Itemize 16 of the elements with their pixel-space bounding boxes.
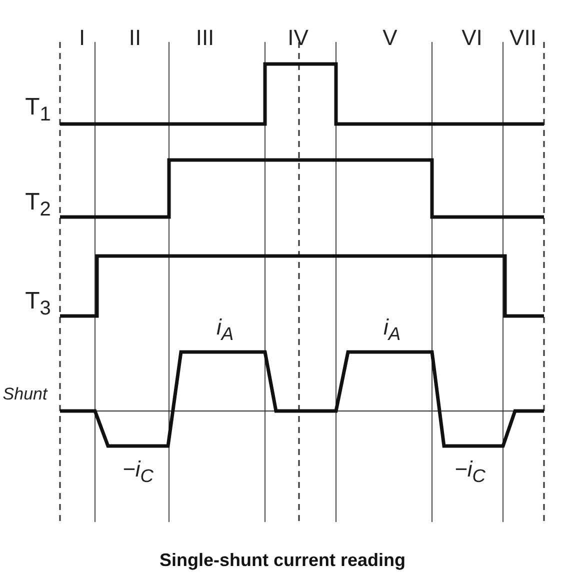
- level-label: −i$_{C}$: [122, 458, 154, 486]
- phase-label: III: [196, 27, 214, 49]
- level-label: −i$_{C}$: [454, 458, 486, 486]
- level-label: i$_{A}$: [216, 316, 234, 344]
- caption: Single-shunt current reading: [158, 550, 407, 571]
- signal-label: T$_{2}$: [25, 190, 51, 220]
- phase-label: VI: [462, 27, 482, 49]
- phase-label: VII: [510, 27, 536, 49]
- signal-label: T$_{3}$: [25, 290, 51, 318]
- level-label: i$_{A}$: [383, 316, 401, 344]
- phase-label: IV: [288, 27, 308, 49]
- phase-label: II: [128, 27, 142, 49]
- signal-label: T$_{1}$: [25, 96, 51, 124]
- phase-label: I: [78, 27, 86, 49]
- phase-label: V: [382, 27, 398, 49]
- signal-label: Shunt: [2, 386, 48, 402]
